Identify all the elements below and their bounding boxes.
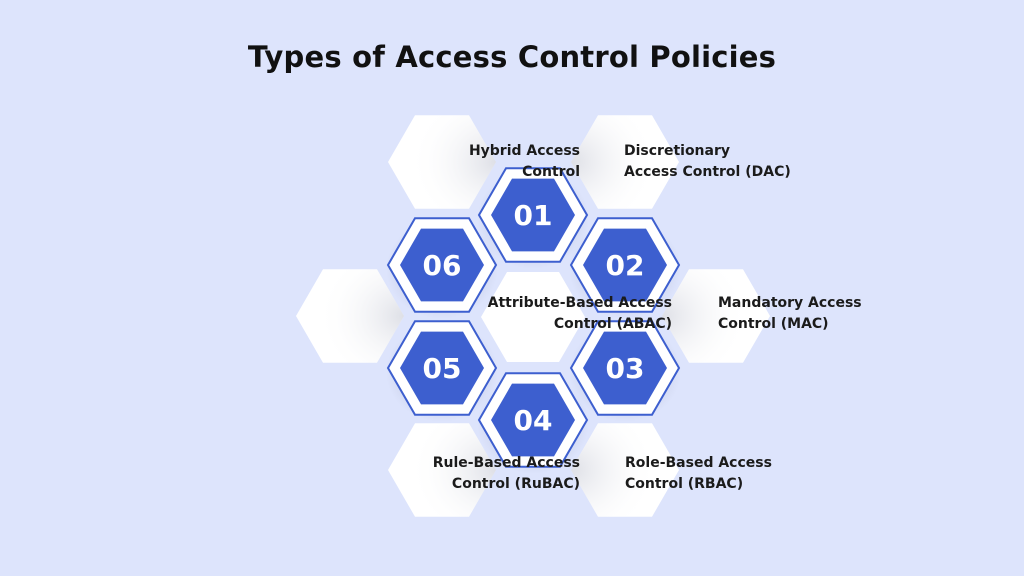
policy-label-line: Attribute-Based Access	[487, 295, 672, 311]
page-title: Types of Access Control Policies	[247, 40, 777, 74]
policy-hex-6: 06	[386, 217, 498, 319]
policy-number: 01	[514, 199, 553, 232]
policy-hex-1: 01	[477, 167, 589, 269]
policy-label-line: Discretionary	[624, 143, 731, 159]
policy-label-line: Control	[522, 164, 580, 180]
policy-label-line: Rule-Based Access	[432, 455, 580, 471]
policy-hex-4: 04	[477, 372, 589, 474]
policy-card-6	[388, 115, 496, 209]
policy-number: 05	[423, 352, 462, 385]
policy-label-line: Control (MAC)	[718, 316, 829, 332]
policy-hex-3: 03	[569, 320, 681, 422]
policy-label-line: Control (RBAC)	[625, 476, 744, 492]
policy-label-line: Access Control (DAC)	[624, 164, 791, 180]
center-hexagon	[481, 271, 585, 363]
policy-label-line: Control (ABAC)	[553, 316, 672, 332]
policy-label-line: Control (RuBAC)	[451, 476, 580, 492]
policy-card-5	[296, 269, 404, 363]
policy-card-4	[388, 423, 496, 517]
policy-number: 03	[606, 352, 645, 385]
policy-card-1	[571, 115, 679, 209]
policy-number: 02	[606, 249, 645, 282]
policy-number: 06	[423, 249, 462, 282]
policy-label-line: Hybrid Access	[468, 143, 580, 159]
policy-label-line: Mandatory Access	[718, 295, 862, 311]
policy-card-3	[571, 423, 679, 517]
policy-card-2	[662, 269, 770, 363]
policy-hex-2: 02	[569, 217, 681, 319]
policy-number: 04	[514, 404, 553, 437]
policy-hex-5: 05	[386, 320, 498, 422]
policy-label-line: Role-Based Access	[625, 455, 772, 471]
